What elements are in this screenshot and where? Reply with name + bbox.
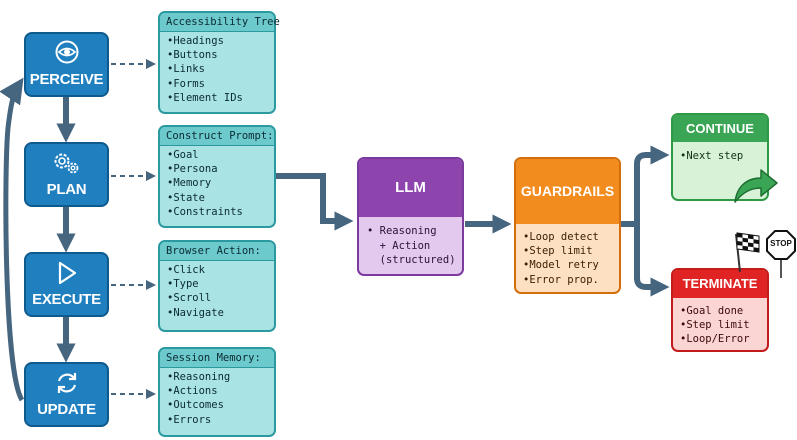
list-item: Click [167,263,268,277]
gears-icon [26,150,107,174]
panel-title: Construct Prompt: [160,127,274,146]
checkered-flag-icon [735,232,760,273]
llm-title: LLM [359,159,462,217]
llm-details: • Reasoning + Action (structured) [359,217,462,268]
stage-label: PERCEIVE [29,71,104,88]
guardrails-to-continue-arrow [621,145,670,227]
terminate-box: TERMINATE Goal done Step limit Loop/Erro… [671,268,769,352]
list-item: Persona [167,162,268,176]
list-item: Forms [167,77,268,91]
list-item: Constraints [167,205,268,219]
llm-box: LLM • Reasoning + Action (structured) [357,157,464,276]
terminate-title: TERMINATE [673,270,767,298]
guardrails-title: GUARDRAILS [516,159,619,224]
stage-label: EXECUTE [32,291,101,308]
list-item: Scroll [167,291,268,305]
continue-title: CONTINUE [673,115,767,142]
panel-browser-action: Browser Action: Click Type Scroll Naviga… [158,240,276,332]
list-item: Outcomes [167,398,268,412]
panel-title: Accessibility Tree [160,13,280,32]
list-item: Actions [167,384,268,398]
list-item: Step limit [680,318,761,332]
list-item: Errors [167,413,268,427]
panel-construct-prompt: Construct Prompt: Goal Persona Memory St… [158,125,276,228]
stage-plan: PLAN [24,142,109,207]
guardrails-box: GUARDRAILS Loop detect Step limit Model … [514,157,621,294]
stop-sign-text: STOP [770,239,792,248]
llm-item: + Action [379,239,431,252]
list-item: State [167,191,268,205]
list-item: Links [167,62,268,76]
curved-arrow-icon [734,169,778,203]
list-item: Element IDs [167,91,268,105]
stage-execute: EXECUTE [24,252,109,317]
list-item: Next step [680,149,761,163]
prompt-to-llm-arrow [276,173,354,231]
list-item: Headings [167,34,268,48]
list-item: Loop/Error [680,332,761,346]
llm-item: (structured) [379,254,456,266]
list-item: Type [167,277,268,291]
stage-perceive: PERCEIVE [24,32,109,97]
llm-item: • Reasoning [367,225,437,237]
play-icon [26,260,107,285]
panel-session-memory: Session Memory: Reasoning Actions Outcom… [158,347,276,437]
stop-sign-icon: STOP [766,230,796,278]
list-item: Buttons [167,48,268,62]
stage-update: UPDATE [24,362,109,427]
list-item: Navigate [167,306,268,320]
stage-label: PLAN [46,181,87,198]
list-item: Step limit [523,244,613,258]
list-item: Memory [167,176,268,190]
eye-icon [26,40,107,64]
list-item: Loop detect [523,230,613,244]
list-item: Model retry [523,258,613,272]
list-item: Goal [167,148,268,162]
loop-back-arrow [0,77,25,402]
panel-accessibility-tree: Accessibility Tree Headings Buttons Link… [158,11,280,114]
panel-title: Session Memory: [160,349,274,368]
list-item: Goal done [680,304,761,318]
list-item: Error prop. [523,273,613,287]
refresh-icon [26,370,107,394]
panel-title: Browser Action: [160,242,274,261]
list-item: Reasoning [167,370,268,384]
stage-label: UPDATE [37,401,96,418]
guardrails-to-terminate-arrow [634,224,670,297]
